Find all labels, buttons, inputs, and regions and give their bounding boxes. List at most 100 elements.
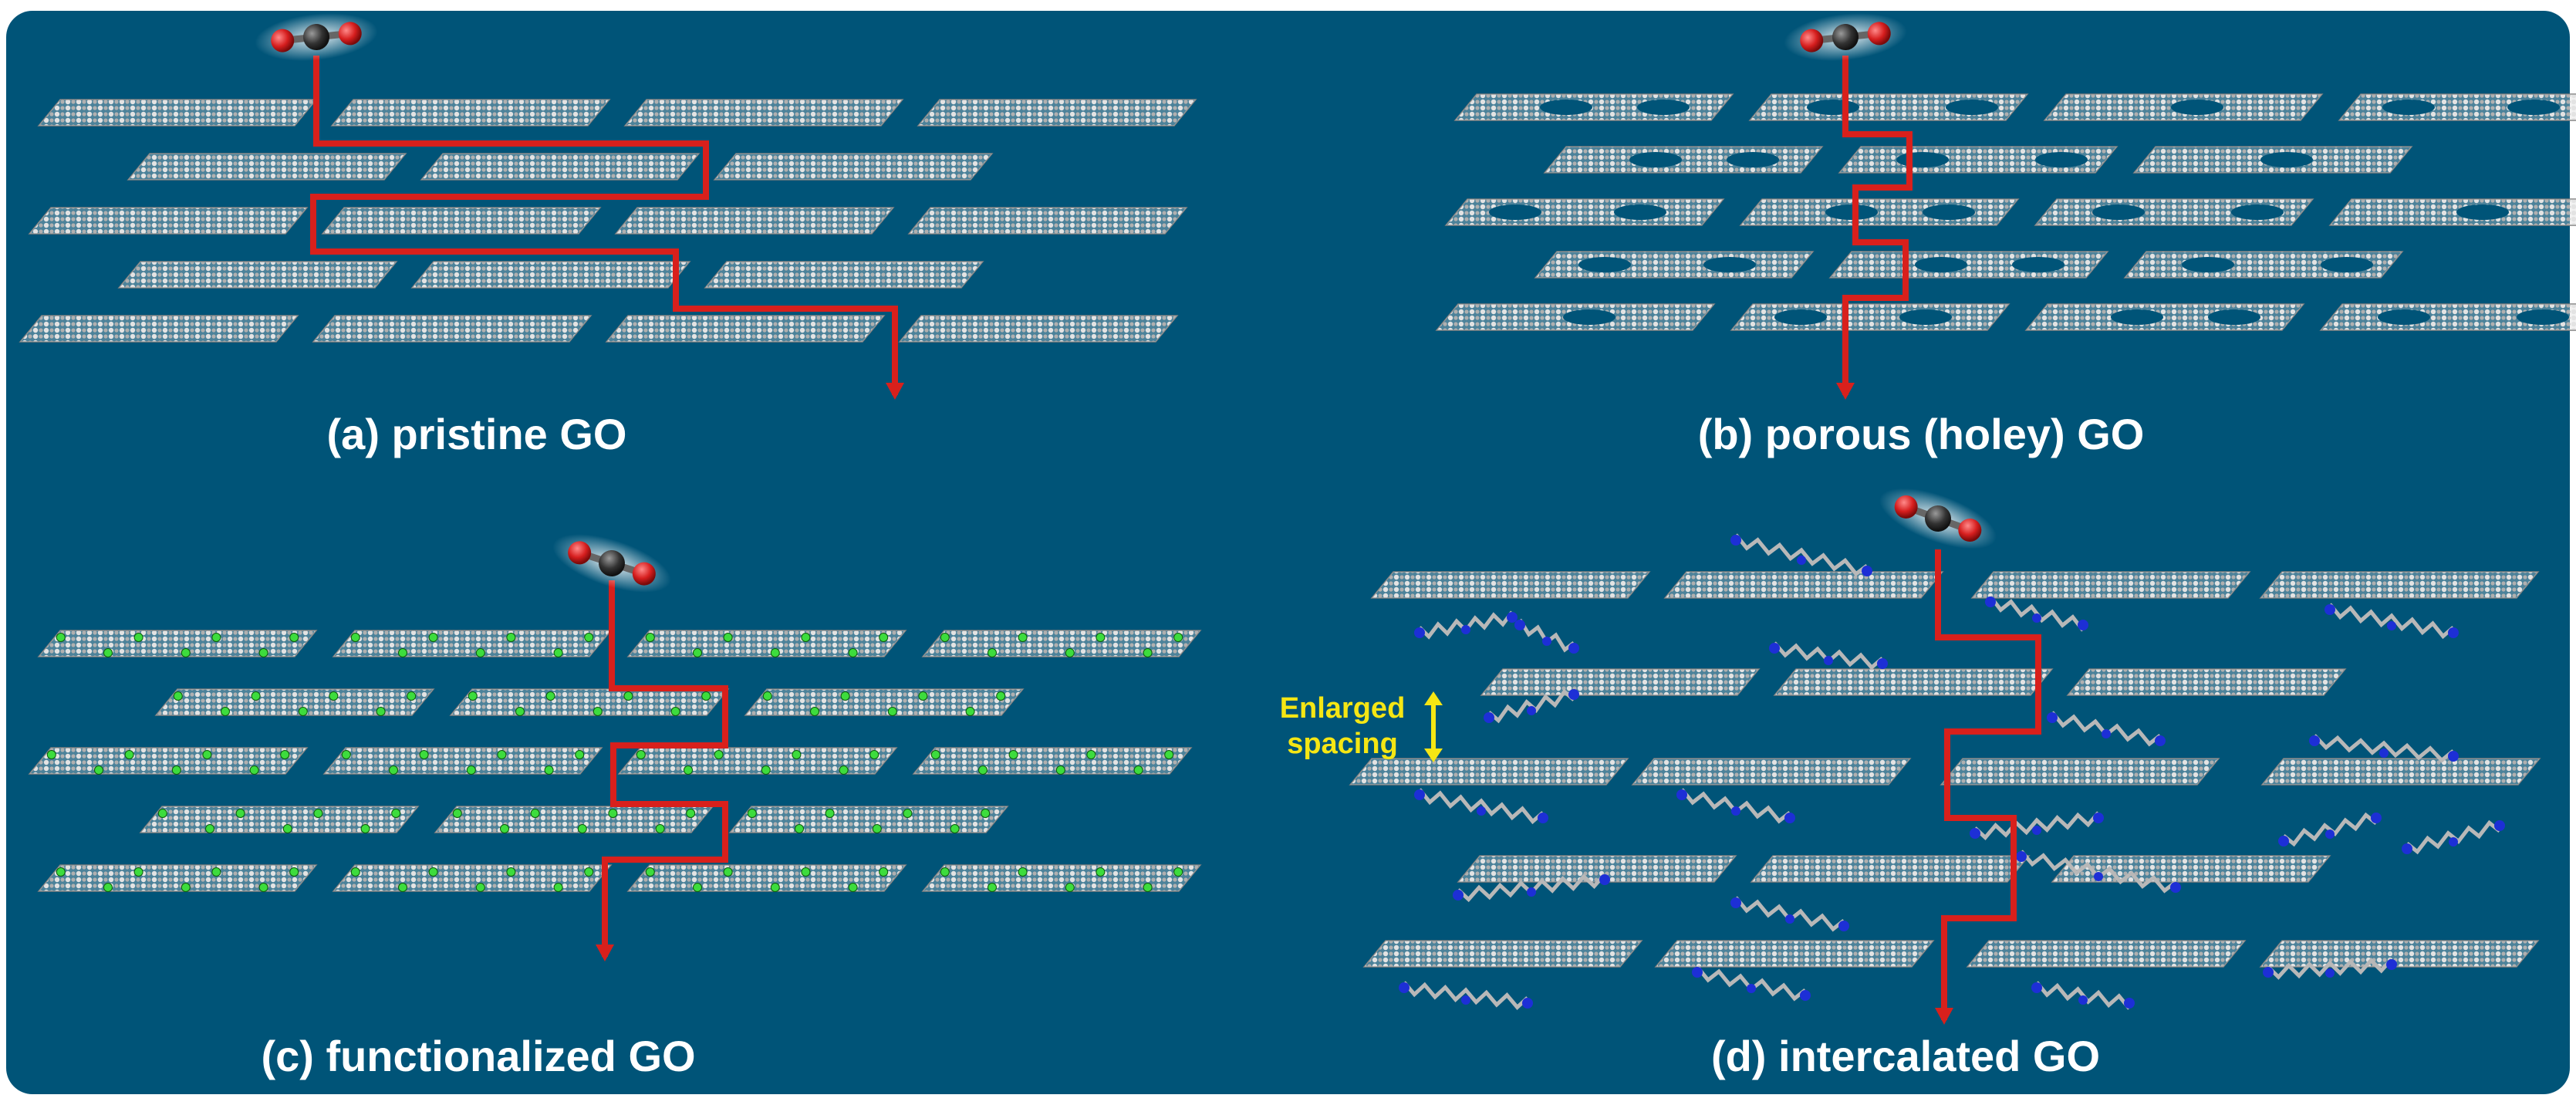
go-sheet xyxy=(410,261,691,289)
functional-group xyxy=(1008,750,1018,759)
functional-group xyxy=(840,691,850,701)
functional-group xyxy=(795,824,804,833)
pore xyxy=(1489,204,1541,220)
functional-group xyxy=(801,867,811,877)
intercalant-chain xyxy=(1414,788,1548,825)
go-sheet xyxy=(2123,251,2404,279)
go-sheet xyxy=(1453,93,1734,121)
intercalant-chain xyxy=(1414,610,1518,640)
go-sheet xyxy=(1663,571,1944,599)
functional-group xyxy=(978,765,988,775)
go-sheet xyxy=(921,864,1202,892)
go-sheet xyxy=(1654,940,1935,968)
pore xyxy=(1896,152,1949,167)
functional-group xyxy=(282,824,292,833)
pore xyxy=(2231,204,2284,220)
functional-group xyxy=(918,691,928,701)
pore xyxy=(1899,309,1952,325)
spacing-label-line2: spacing xyxy=(1287,728,1398,760)
go-sheet xyxy=(37,630,318,657)
functional-group xyxy=(623,691,633,701)
diffusion-path xyxy=(1842,56,1913,395)
go-sheet xyxy=(420,153,701,181)
pore xyxy=(1629,152,1682,167)
functional-group xyxy=(1096,633,1106,642)
go-sheet xyxy=(37,864,318,892)
functional-group xyxy=(1096,867,1106,877)
intercalant-chain xyxy=(2324,603,2459,640)
functional-group xyxy=(251,691,261,701)
functional-group xyxy=(1018,633,1028,642)
functional-group xyxy=(428,867,438,877)
intercalant-chain xyxy=(1484,688,1579,724)
diffusion-path xyxy=(310,56,898,395)
pore xyxy=(2507,100,2560,115)
functional-group xyxy=(452,809,462,818)
path-arrowhead xyxy=(1836,383,1855,400)
functional-group xyxy=(930,750,940,759)
functional-group xyxy=(1143,648,1153,657)
functional-group xyxy=(792,750,802,759)
functional-group xyxy=(329,691,339,701)
functional-group xyxy=(553,648,563,657)
functional-group xyxy=(289,633,299,642)
functional-group xyxy=(1173,867,1183,877)
functional-group xyxy=(1164,750,1174,759)
functional-group xyxy=(205,824,214,833)
functional-group xyxy=(655,824,665,833)
functional-group xyxy=(810,707,819,716)
functional-group xyxy=(950,824,960,833)
go-sheet xyxy=(139,806,420,833)
go-sheet xyxy=(312,315,593,343)
functional-group xyxy=(1173,633,1183,642)
functional-group xyxy=(887,707,897,716)
functional-group xyxy=(584,867,594,877)
go-sheet xyxy=(1940,758,2220,786)
pore xyxy=(2182,257,2234,272)
functional-group xyxy=(636,750,646,759)
go-sheet xyxy=(37,99,318,127)
pore xyxy=(1923,204,1975,220)
functional-group xyxy=(839,765,849,775)
functional-group xyxy=(544,765,554,775)
go-sheet xyxy=(626,864,907,892)
panel-a-label: (a) pristine GO xyxy=(327,410,627,458)
functional-group xyxy=(1055,765,1065,775)
pore xyxy=(2208,309,2260,325)
functional-group xyxy=(497,750,507,759)
functional-group xyxy=(235,809,245,818)
functional-group xyxy=(56,633,66,642)
functional-group xyxy=(466,765,476,775)
co2-diffusion-paths xyxy=(310,56,2041,1025)
functional-group xyxy=(747,809,757,818)
functional-group xyxy=(645,633,655,642)
functional-group xyxy=(988,883,997,892)
co2-molecule-icon xyxy=(1784,13,1907,61)
functional-group xyxy=(608,809,618,818)
functional-group xyxy=(693,883,702,892)
go-sheet xyxy=(1750,855,2031,883)
go-sheet xyxy=(626,630,907,657)
functional-group xyxy=(94,765,103,775)
functional-group xyxy=(133,867,143,877)
functional-group xyxy=(133,633,143,642)
intercalant-chain xyxy=(2263,958,2397,980)
go-sheet xyxy=(728,806,1009,833)
functional-group xyxy=(56,867,66,877)
functional-group xyxy=(398,648,407,657)
co2-molecules xyxy=(255,13,1997,593)
functional-group xyxy=(391,809,401,818)
functional-group xyxy=(1065,883,1075,892)
pore xyxy=(2260,152,2313,167)
functional-group xyxy=(46,750,56,759)
functional-group xyxy=(211,633,221,642)
functional-group xyxy=(770,648,780,657)
functional-group xyxy=(500,824,509,833)
functional-group xyxy=(157,809,167,818)
go-sheet xyxy=(1739,198,2020,226)
functional-group xyxy=(376,707,386,716)
go-sheet xyxy=(1543,146,1824,174)
go-sheet xyxy=(898,315,1179,343)
functional-group xyxy=(940,867,950,877)
functional-group xyxy=(350,867,360,877)
